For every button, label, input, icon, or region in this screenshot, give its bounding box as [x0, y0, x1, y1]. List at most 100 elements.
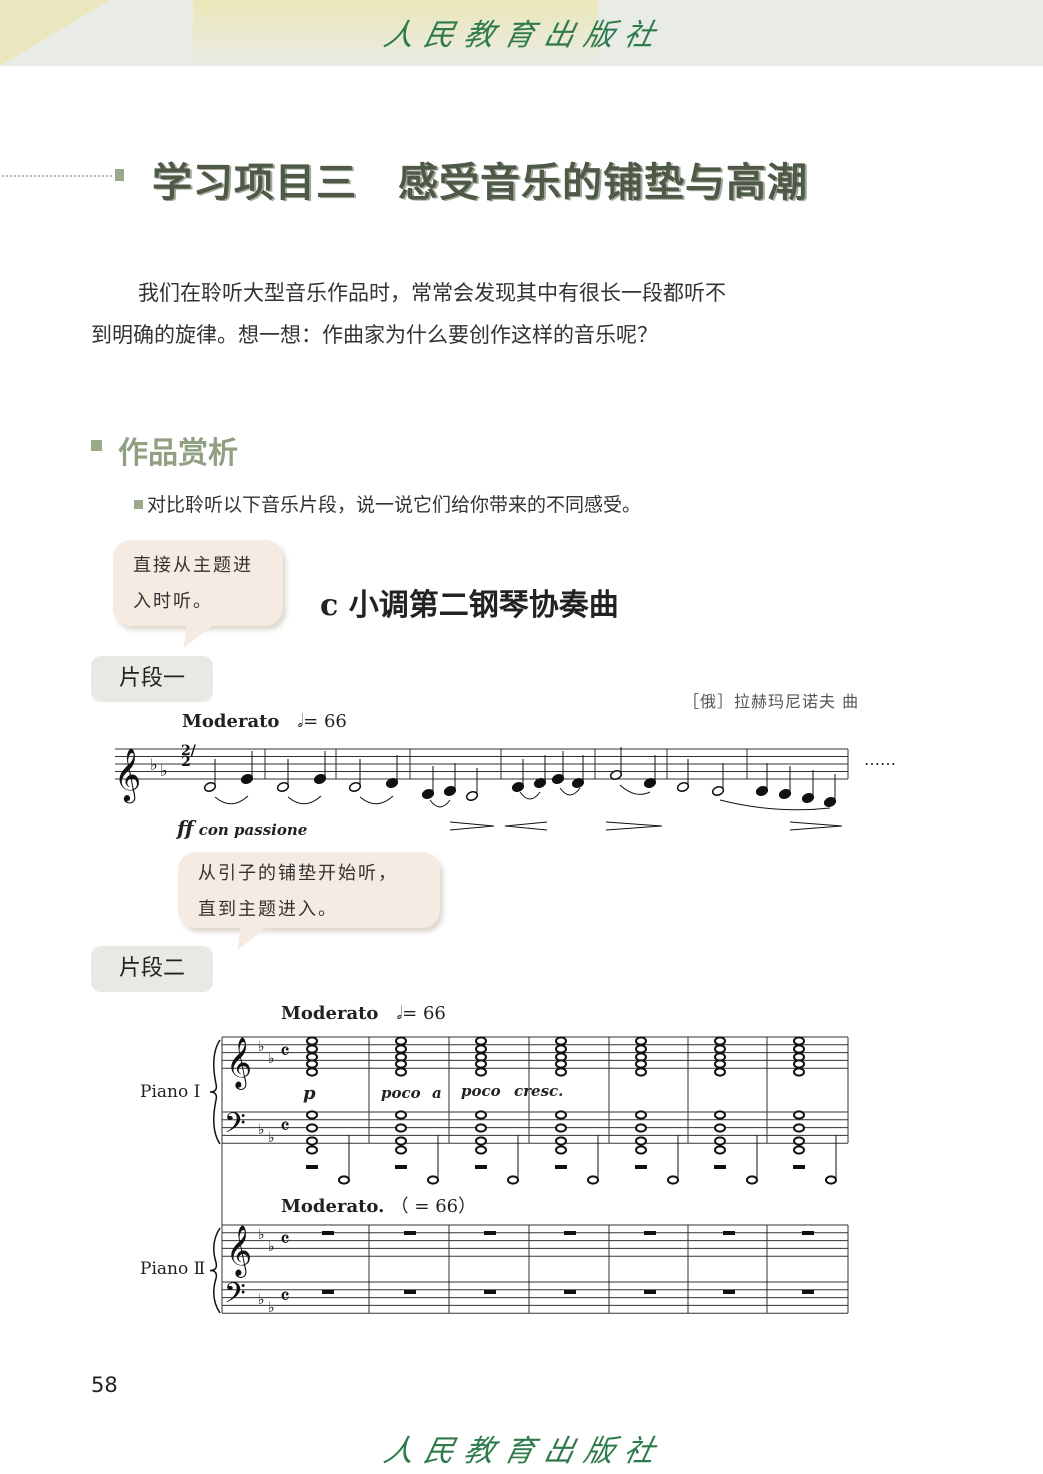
- chord-note: [793, 1123, 805, 1133]
- section-title: 作品赏析: [118, 436, 238, 471]
- chord-note: [475, 1036, 487, 1046]
- flat-icon: ♭: [150, 755, 158, 774]
- whole-rest: [564, 1231, 576, 1235]
- chord-note: [306, 1123, 318, 1133]
- chord-note: [475, 1067, 487, 1077]
- whole-rest: [644, 1231, 656, 1235]
- treble-clef-icon: 𝄞: [226, 1037, 252, 1090]
- rest: [475, 1165, 487, 1169]
- flat-icon: ♭: [258, 1292, 265, 1308]
- footer-publisher-logo: 人民教育出版社: [380, 1434, 668, 1469]
- chord-note: [714, 1123, 726, 1133]
- chord-note: [714, 1145, 726, 1155]
- decrescendo-hairpin: [605, 821, 663, 831]
- dynamic-a: a: [432, 1084, 442, 1102]
- chord-note: [306, 1067, 318, 1077]
- chord-note: [475, 1136, 487, 1146]
- task-text: 对比聆听以下音乐片段，说一说它们给你带来的不同感受。: [147, 494, 642, 516]
- chord-note: [714, 1044, 726, 1054]
- header-band: [193, 0, 598, 66]
- chord-note: [635, 1110, 647, 1120]
- chord-note: [395, 1145, 407, 1155]
- chord-note: [395, 1036, 407, 1046]
- chord-note: [793, 1059, 805, 1069]
- flat-icon: ♭: [268, 1300, 275, 1316]
- bass-octave-note: [746, 1175, 758, 1185]
- brace: [209, 1227, 221, 1314]
- chord-note: [306, 1145, 318, 1155]
- task-instruction: 对比聆听以下音乐片段，说一说它们给你带来的不同感受。: [134, 490, 641, 517]
- chord-note: [306, 1136, 318, 1146]
- flat-icon: ♭: [268, 1239, 275, 1255]
- chord-note: [555, 1145, 567, 1155]
- speech-bubble-1: 直接从主题进 入时听。: [113, 540, 283, 626]
- slur: [359, 795, 394, 805]
- whole-rest: [404, 1290, 416, 1294]
- bass-octave-note: [427, 1175, 439, 1185]
- bass-octave-note: [338, 1175, 350, 1185]
- title-marker: [115, 169, 124, 181]
- chord-note: [793, 1044, 805, 1054]
- flat-icon: ♭: [258, 1039, 265, 1055]
- chord-note: [635, 1036, 647, 1046]
- chord-note: [635, 1123, 647, 1133]
- chord-note: [395, 1044, 407, 1054]
- treble-clef-icon: 𝄞: [114, 747, 141, 803]
- chord-note: [475, 1110, 487, 1120]
- excerpt-1-label: 片段一: [91, 656, 214, 702]
- dynamic-p: p: [303, 1083, 316, 1104]
- slur: [214, 795, 249, 805]
- bass-octave-note: [587, 1175, 599, 1185]
- chord-note: [793, 1110, 805, 1120]
- title-dotted-line: [2, 175, 112, 177]
- flat-icon: ♭: [268, 1130, 275, 1146]
- dynamic-poco-2: poco: [461, 1082, 501, 1100]
- chord-note: [793, 1036, 805, 1046]
- header-decoration: [0, 0, 110, 66]
- whole-rest: [644, 1290, 656, 1294]
- page-number: 58: [91, 1373, 118, 1397]
- slur: [619, 784, 651, 795]
- slur: [429, 799, 451, 808]
- chord-note: [395, 1059, 407, 1069]
- dynamic-ff: ff: [177, 816, 194, 840]
- bass-clef-icon: 𝄢: [224, 1277, 246, 1317]
- decrescendo-hairpin: [789, 821, 843, 831]
- excerpt-1-dynamic: ff con passione: [177, 816, 307, 840]
- chord-note: [395, 1136, 407, 1146]
- chord-note: [306, 1044, 318, 1054]
- tempo-text: Moderato.: [281, 1196, 385, 1217]
- chord-note: [395, 1067, 407, 1077]
- flat-icon: ♭: [258, 1227, 265, 1243]
- rest: [555, 1165, 567, 1169]
- task-marker: [134, 500, 143, 509]
- slur: [287, 795, 322, 805]
- chord-note: [714, 1067, 726, 1077]
- rest: [395, 1165, 407, 1169]
- common-time-icon: 𝄴: [280, 1285, 290, 1310]
- page-header: 人民教育出版社: [0, 0, 1043, 66]
- composer: ［俄］拉赫玛尼诺夫 曲: [683, 692, 860, 711]
- bass-clef-icon: 𝄢: [224, 1107, 246, 1147]
- dynamic-cresc: cresc.: [514, 1082, 564, 1100]
- whole-rest: [802, 1290, 814, 1294]
- common-time-icon: 𝄴: [280, 1115, 290, 1140]
- chord-note: [306, 1036, 318, 1046]
- bubble-2-line-1: 从引子的铺垫开始听，: [198, 863, 398, 884]
- whole-rest: [802, 1231, 814, 1235]
- chord-note: [395, 1123, 407, 1133]
- chord-note: [555, 1059, 567, 1069]
- chord-note: [635, 1136, 647, 1146]
- chord-note: [555, 1036, 567, 1046]
- chord-note: [555, 1044, 567, 1054]
- decrescendo-hairpin: [449, 821, 495, 831]
- tempo-text: Moderato: [182, 711, 280, 732]
- chord-note: [475, 1044, 487, 1054]
- dynamic-poco: poco: [381, 1084, 421, 1102]
- half-note-icon: 𝅗𝅥: [396, 1003, 403, 1024]
- crescendo-hairpin: [504, 821, 548, 831]
- bubble-2-line-2: 直到主题进入。: [198, 899, 338, 920]
- slur: [719, 799, 831, 811]
- expression-text: con passione: [198, 821, 308, 839]
